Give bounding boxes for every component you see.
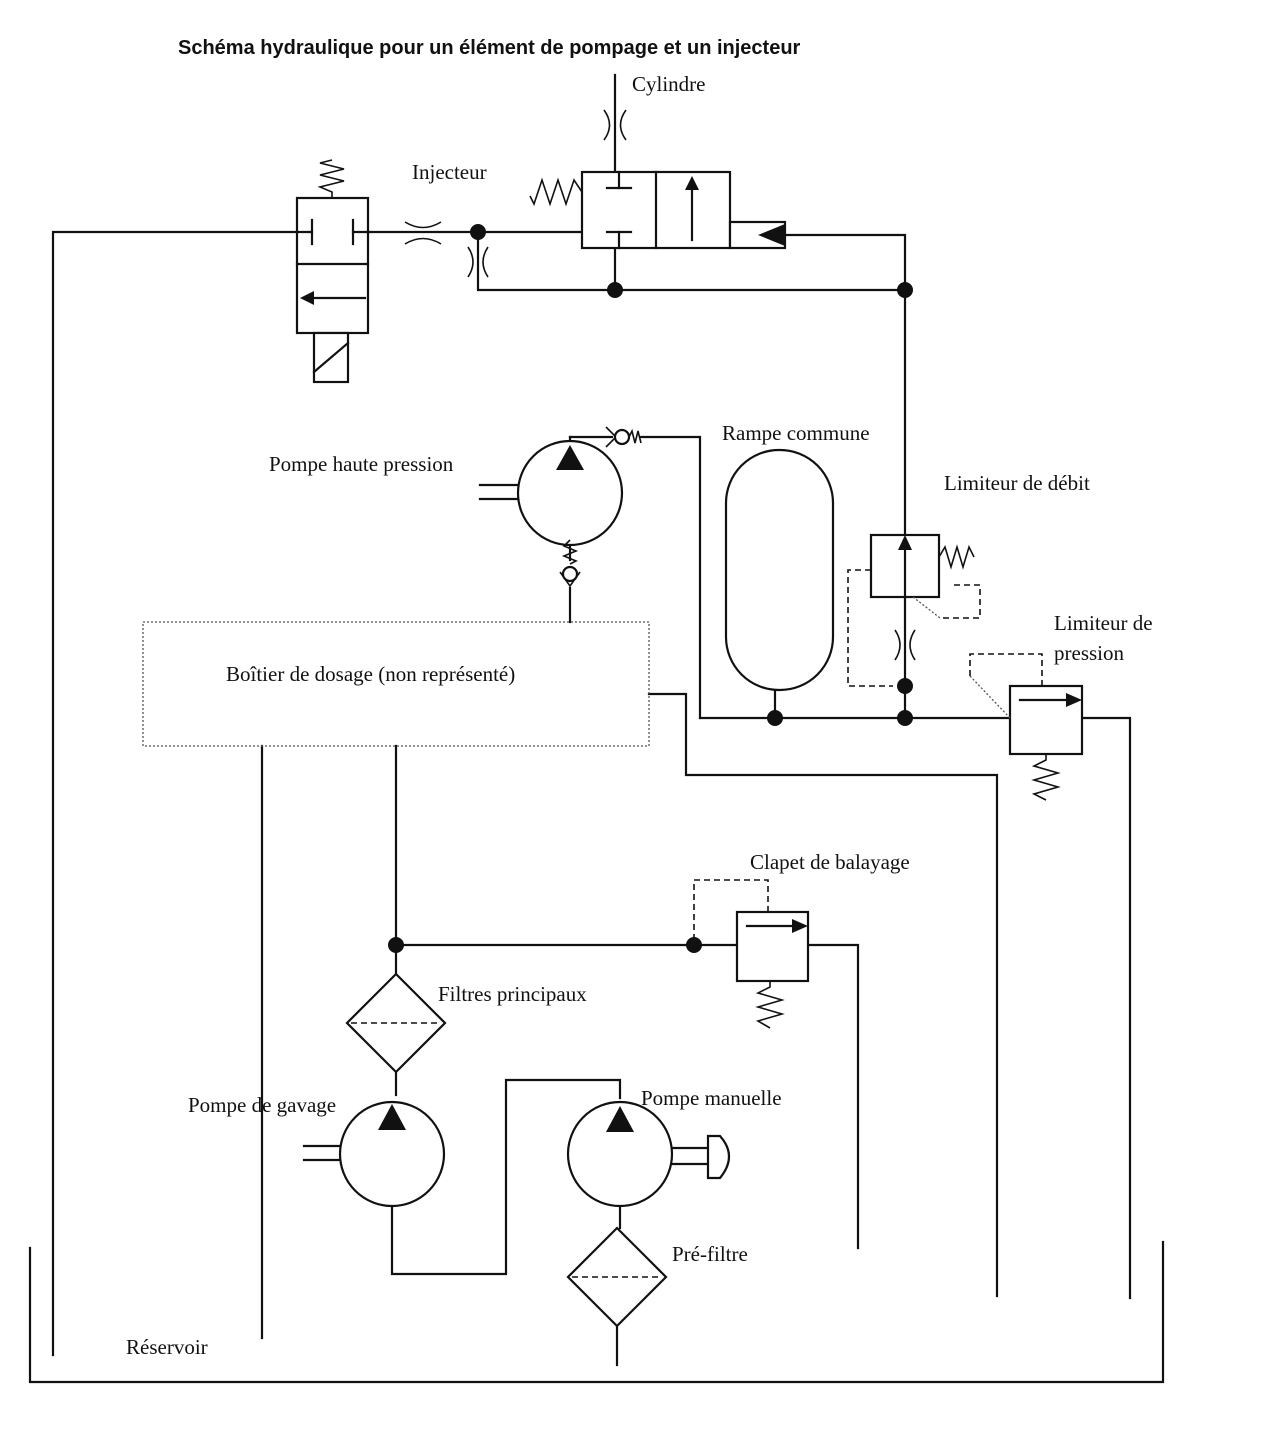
pump-triangle-icon	[556, 445, 584, 470]
pipe-hp-pump-outlet	[639, 435, 702, 720]
label-pompe-gavage: Pompe de gavage	[188, 1093, 336, 1117]
junction-dot	[897, 282, 913, 298]
junctions	[388, 224, 913, 953]
spring-icon	[317, 159, 345, 198]
pipes	[51, 73, 1132, 1367]
pipe-injector-lower	[476, 230, 907, 292]
label-reservoir: Réservoir	[126, 1335, 208, 1359]
return-line-left	[51, 230, 299, 1357]
junction-dot	[897, 710, 913, 726]
hp-pump-circle	[516, 439, 624, 547]
label-injecteur: Injecteur	[412, 160, 487, 184]
spring-icon	[755, 981, 785, 1029]
label-limiteur-pression-2: pression	[1054, 641, 1124, 665]
label-pre-filtre: Pré-filtre	[672, 1242, 748, 1266]
main-filter	[345, 972, 447, 1074]
feed-pump	[302, 1100, 446, 1208]
junction-dot	[470, 224, 486, 240]
junction-dot	[767, 710, 783, 726]
pipe-scavenging-return	[806, 943, 860, 1250]
solenoid-valve	[295, 159, 370, 384]
junction-dot	[607, 282, 623, 298]
pump-triangle-icon	[378, 1104, 406, 1130]
dosing-box	[142, 621, 650, 747]
flow-limiter	[847, 533, 981, 687]
pipe-dosing-return-right	[647, 692, 999, 1298]
check-valve-icon	[561, 565, 579, 583]
junction-dot	[686, 937, 702, 953]
restrictor-icon	[404, 221, 442, 229]
pilot-arrow-icon	[758, 224, 785, 246]
label-limiteur-pression-1: Limiteur de	[1054, 611, 1153, 635]
label-limiteur-debit: Limiteur de débit	[944, 471, 1090, 495]
scavenging-valve	[693, 879, 810, 1029]
restrictor-icon	[894, 629, 901, 661]
feed-pump-circle	[338, 1100, 446, 1208]
pipe-pressure-limiter-return	[1080, 716, 1132, 1300]
flow-arrow-icon	[792, 919, 808, 933]
solenoid-valve-body	[295, 196, 370, 335]
label-filtres-principaux: Filtres principaux	[438, 982, 587, 1006]
pipe-pilot-line	[783, 233, 907, 292]
hand-pump	[566, 1100, 731, 1208]
hand-pump-circle	[566, 1100, 674, 1208]
cylinder-valve	[529, 109, 787, 250]
spring-icon	[529, 177, 583, 207]
junction-dot	[388, 937, 404, 953]
flow-arrow-icon	[898, 535, 912, 550]
diagram-title: Schéma hydraulique pour un élément de po…	[178, 37, 801, 59]
injector-restrictor	[404, 221, 489, 278]
pipe-feedpump-handpump	[390, 1078, 622, 1276]
pressure-limiter	[969, 653, 1084, 801]
common-rail	[724, 448, 835, 692]
spring-icon	[938, 544, 975, 570]
label-clapet-balayage: Clapet de balayage	[750, 850, 910, 874]
label-boitier-dosage: Boîtier de dosage (non représenté)	[226, 662, 515, 686]
pump-triangle-icon	[606, 1106, 634, 1132]
label-cylindre: Cylindre	[632, 72, 706, 96]
pre-filter	[566, 1226, 668, 1328]
flow-arrow-icon	[1066, 693, 1082, 707]
label-pompe-manuelle: Pompe manuelle	[641, 1086, 782, 1110]
restrictor-icon	[603, 109, 611, 141]
reservoir-tank	[28, 1240, 1165, 1384]
hand-lever-icon	[706, 1134, 731, 1180]
label-rampe-commune: Rampe commune	[722, 421, 870, 445]
label-pompe-haute-pression: Pompe haute pression	[269, 452, 454, 476]
spring-icon	[1031, 754, 1061, 801]
high-pressure-pump	[478, 426, 642, 588]
junction-dot	[897, 678, 913, 694]
